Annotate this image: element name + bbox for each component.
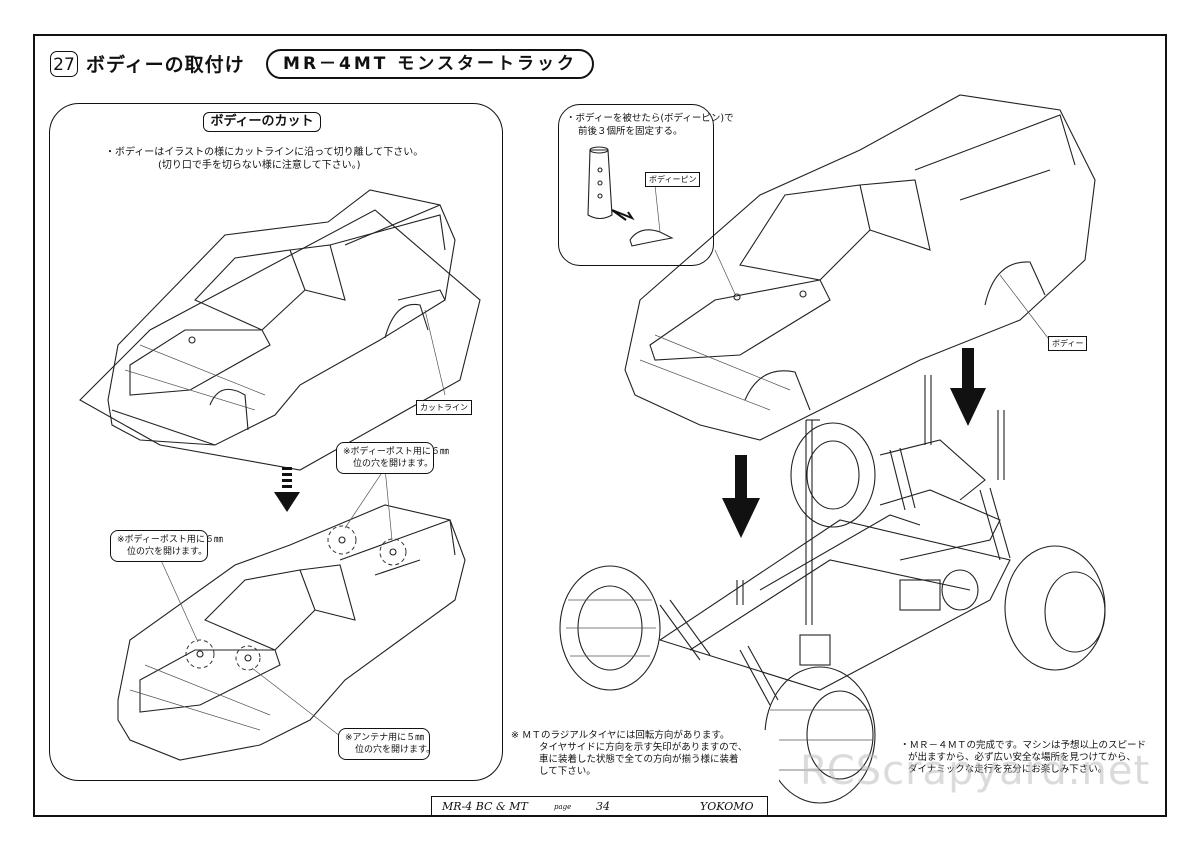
chassis-illustration xyxy=(559,375,1106,804)
radial-tire-note-line3: 車に装着した状態で全ての方向が揃う様に装着 xyxy=(539,754,739,765)
body-shell-illustration xyxy=(624,94,1096,441)
cut-caution: (切り口で手を切らない様に注意して下さい。) xyxy=(158,160,361,171)
post-hole-callout-left-line1: ※ボディーポスト用に６㎜ xyxy=(117,535,223,545)
completion-note-line3: ダイナミックな走行を充分にお楽しみ下さい。 xyxy=(908,764,1108,775)
post-hole-callout-right-line1: ※ボディーポスト用に６㎜ xyxy=(343,447,449,457)
post-hole-callout-left-line2: 位の穴を開けます。 xyxy=(127,547,208,557)
cut-instruction: ・ボディーはイラストの様にカットラインに沿って切り離して下さい。 xyxy=(105,147,424,158)
antenna-hole-callout: ※アンテナ用に５㎜ 位の穴を開けます。 xyxy=(338,728,436,760)
radial-tire-note-line4: して下さい。 xyxy=(539,766,596,777)
body-tag: ボディー xyxy=(1048,336,1088,351)
model-name-badge: MR－4MT モンスタートラック xyxy=(266,49,594,79)
cut-body-illustration xyxy=(117,467,466,761)
radial-tire-note-line2: タイヤサイドに方向を示す矢印がありますので、 xyxy=(539,742,748,753)
antenna-hole-callout-line2: 位の穴を開けます。 xyxy=(355,745,436,755)
antenna-hole-callout-line1: ※アンテナ用に５㎜ xyxy=(345,733,425,743)
down-arrow-left xyxy=(274,467,300,512)
footer-page-label: page xyxy=(554,803,572,811)
footer-page-number: 34 xyxy=(596,800,610,813)
body-pin-tag: ボディーピン xyxy=(645,172,701,187)
section-title-body-cut: ボディーのカット xyxy=(203,112,321,132)
body-pin-note-line2: 前後３個所を固定する。 xyxy=(578,126,683,137)
completion-note: ・ＭＲ－４ＭＴの完成です。マシンは予想以上のスピード が出ますから、必ず広い安全… xyxy=(900,740,1146,776)
post-hole-callout-right: ※ボディーポスト用に６㎜ 位の穴を開けます。 xyxy=(336,442,449,474)
body-post-and-pin-illustration xyxy=(587,146,674,247)
footer-brand: YOKOMO xyxy=(700,800,754,813)
completion-note-line1: ・ＭＲ－４ＭＴの完成です。マシンは予想以上のスピード xyxy=(900,740,1147,751)
step-number: 27 xyxy=(50,51,78,77)
uncut-body-illustration xyxy=(79,189,481,471)
footer-model: MR-4 BC & MT xyxy=(442,800,528,813)
down-arrows-right xyxy=(722,348,986,538)
completion-note-line2: が出ますから、必ず広い安全な場所を見つけてから、 xyxy=(908,752,1137,763)
body-cut-panel xyxy=(49,103,503,781)
body-pin-note-panel xyxy=(558,104,714,266)
post-hole-callout-left: ※ボディーポスト用に６㎜ 位の穴を開けます。 xyxy=(110,530,223,562)
post-hole-callout-right-line2: 位の穴を開けます。 xyxy=(353,459,434,469)
body-pin-note-line1: ・ボディーを被せたら(ボディーピン)で xyxy=(566,113,734,124)
radial-tire-note-line1: ※ ＭＴのラジアルタイヤには回転方向があります。 xyxy=(511,730,730,741)
page-footer: MR-4 BC & MT page 34 YOKOMO xyxy=(431,796,768,817)
step-title: ボディーの取付け xyxy=(86,54,245,76)
page-frame xyxy=(33,34,1167,817)
cut-line-tag: カットライン xyxy=(416,400,472,415)
radial-tire-note: ※ ＭＴのラジアルタイヤには回転方向があります。 タイヤサイドに方向を示す矢印が… xyxy=(511,730,779,788)
watermark: RCScrapyard.net xyxy=(800,748,1151,794)
